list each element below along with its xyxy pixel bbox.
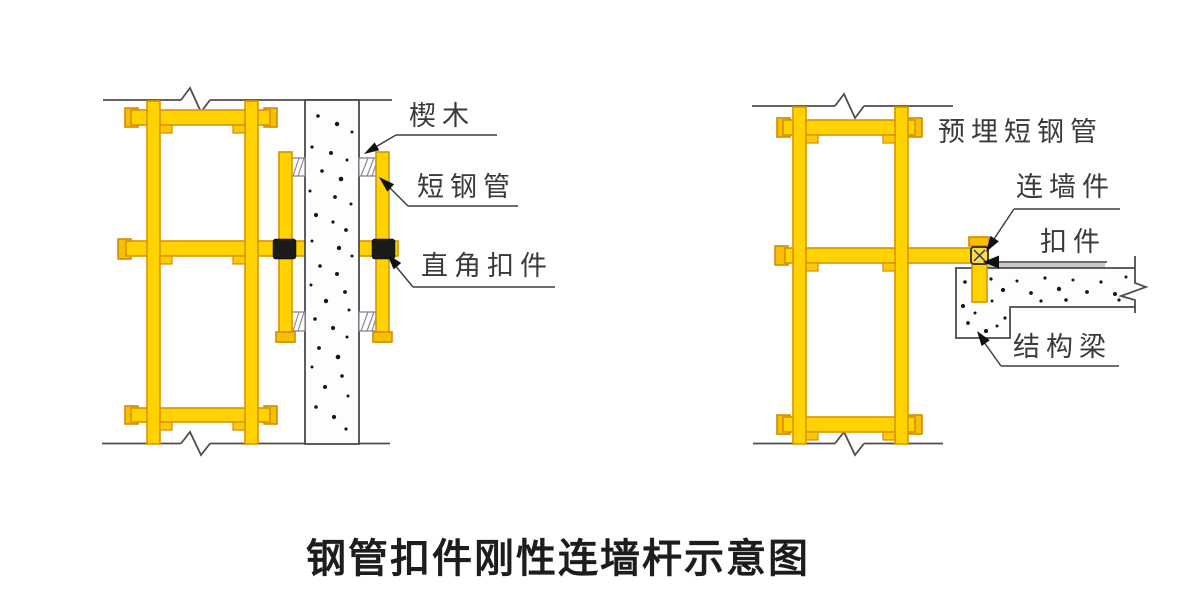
label-wedge: 楔木	[409, 101, 475, 132]
ledger-pipes	[124, 107, 278, 425]
left-callouts	[364, 134, 555, 288]
right-angle-coupler-arrow	[387, 254, 402, 270]
label-coupler: 扣件	[1040, 227, 1106, 258]
concrete-speckles	[961, 275, 1128, 334]
scaffold-posts	[792, 106, 909, 445]
label-wall-connector: 连墙件	[1016, 172, 1115, 203]
right-diagram	[752, 92, 1149, 457]
label-short-steel-pipe: 短钢管	[417, 172, 516, 203]
coupler-bumps	[805, 134, 896, 441]
coupler-arrow	[983, 255, 999, 269]
short-pipe-arrow	[379, 177, 395, 192]
label-right-angle-coupler: 直角扣件	[421, 251, 553, 282]
right-angle-couplers	[272, 238, 396, 260]
right-callouts	[977, 208, 1120, 367]
concrete-speckles	[308, 114, 354, 431]
wedge-arrow	[364, 142, 380, 154]
structural-beam	[955, 256, 1149, 339]
concrete-wall	[304, 99, 360, 445]
slab-shadow	[987, 263, 1105, 268]
ledger-pipes	[776, 117, 923, 435]
left-diagram	[102, 86, 555, 457]
scaffold-posts	[146, 100, 259, 445]
junction-coupler	[970, 246, 989, 265]
break-lines	[102, 86, 392, 457]
diagram-title: 钢管扣件刚性连墙杆示意图	[306, 536, 810, 582]
coupler-bumps	[159, 124, 246, 431]
wall-connector-arrow	[986, 235, 999, 252]
label-structural-beam: 结构梁	[1013, 332, 1112, 363]
label-embedded-short-pipe: 预埋短钢管	[938, 117, 1103, 148]
structural-beam-arrow	[977, 331, 990, 347]
break-lines	[752, 92, 953, 457]
beam-break-line	[1118, 256, 1149, 313]
